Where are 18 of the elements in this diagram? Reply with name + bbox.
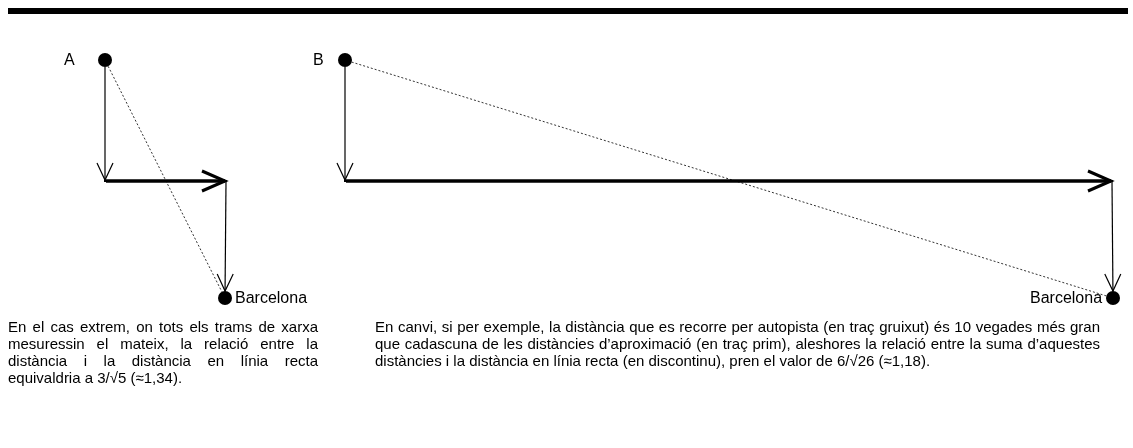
- point-marker: [98, 53, 112, 67]
- arrow: [96, 66, 114, 181]
- point-label: Barcelona: [1030, 289, 1103, 307]
- arrow: [336, 66, 354, 181]
- arrow: [1104, 181, 1122, 292]
- arrow: [106, 169, 227, 193]
- point-label: A: [64, 51, 75, 69]
- paragraph: En el cas extrem, on tots els trams de xarxa mesuressin el mateix, la relació entre la distància i la distància en línia recta equivaldria a 3/√5 (≈1,34).: [8, 318, 318, 386]
- point-marker: [218, 291, 232, 305]
- paragraph: En canvi, si per exemple, la distància que es recorre per autopista (en traç gruixut) és 10 vegades més gran que cadascuna de les distàncies d’aproximació (en traç prim), aleshores la relació entre la suma d’aquestes distàncies i la distància en línia recta (en discontinu), pren el valor de 6/√26 (≈1,18).: [375, 318, 1100, 369]
- point-marker: [338, 53, 352, 67]
- arrow: [346, 169, 1113, 193]
- dashed-line: [107, 65, 223, 293]
- arrow: [216, 181, 234, 292]
- dashed-line: [351, 61, 1107, 297]
- point-label: Barcelona: [235, 289, 308, 307]
- point-marker: [1106, 291, 1120, 305]
- point-label: B: [313, 51, 324, 69]
